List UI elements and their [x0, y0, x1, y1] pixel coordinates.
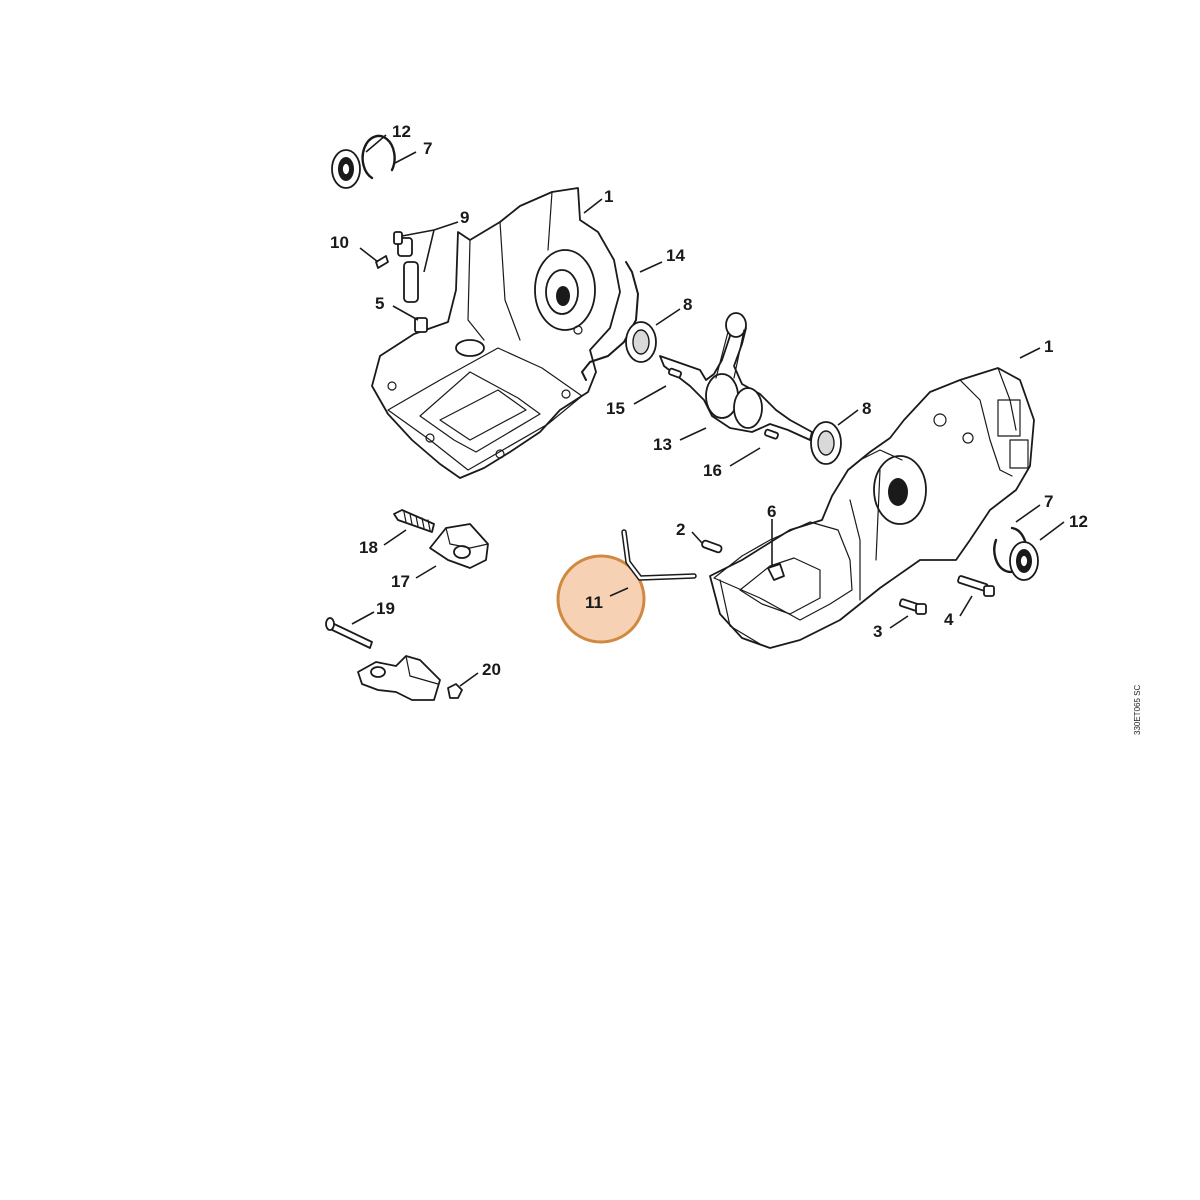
pin-part-2[interactable]	[701, 539, 723, 554]
label-3: 3	[873, 622, 882, 641]
highlight-circle-part-11[interactable]	[556, 554, 646, 644]
label-4: 4	[944, 610, 954, 629]
leader-lines	[351, 134, 1065, 687]
drawing-code: 330ET065 SC	[1133, 684, 1142, 735]
screw-part-19[interactable]	[325, 617, 373, 649]
label-19: 19	[376, 599, 395, 618]
fitting-part-10[interactable]	[375, 255, 389, 269]
label-5: 5	[375, 294, 384, 313]
label-12-top: 12	[392, 122, 411, 141]
label-15: 15	[606, 399, 625, 418]
label-8-mid: 8	[862, 399, 871, 418]
label-11[interactable]: 11	[585, 593, 603, 612]
bolt-part-5[interactable]	[414, 317, 428, 333]
key-part-16[interactable]	[763, 428, 779, 440]
oil-seal-top[interactable]	[331, 149, 361, 189]
bearing-mid[interactable]	[810, 421, 842, 465]
label-6: 6	[767, 502, 776, 521]
hose-part-11[interactable]	[621, 529, 697, 581]
crankcase-half-left[interactable]	[371, 187, 621, 479]
screw-part-3[interactable]	[898, 598, 927, 615]
plug-part-6[interactable]	[767, 563, 785, 581]
screw-part-4[interactable]	[957, 575, 995, 597]
crankshaft-part-13[interactable]	[659, 312, 813, 441]
mount-part-17[interactable]	[429, 523, 489, 569]
label-18: 18	[359, 538, 378, 557]
label-1-top: 1	[604, 187, 613, 206]
bearing-top[interactable]	[625, 321, 657, 363]
label-14: 14	[666, 246, 685, 265]
label-7-right: 7	[1044, 492, 1053, 511]
label-9: 9	[460, 208, 469, 227]
label-8-top: 8	[683, 295, 692, 314]
label-10: 10	[330, 233, 349, 252]
label-13: 13	[653, 435, 672, 454]
label-2: 2	[676, 520, 685, 539]
impulse-nipple-part-9[interactable]	[393, 231, 419, 303]
label-12-right: 12	[1069, 512, 1088, 531]
crankcase-half-right[interactable]	[709, 367, 1035, 649]
label-20: 20	[482, 660, 501, 679]
key-part-15[interactable]	[667, 367, 683, 379]
nut-part-20[interactable]	[447, 683, 463, 699]
label-7-top: 7	[423, 139, 432, 158]
spring-part-18[interactable]	[393, 509, 435, 533]
label-16: 16	[703, 461, 722, 480]
oil-seal-right[interactable]	[1009, 541, 1039, 581]
gasket-part-14[interactable]	[581, 261, 639, 381]
bracket-part-19-20[interactable]	[357, 655, 441, 701]
label-17: 17	[391, 572, 410, 591]
circlip-top[interactable]	[361, 134, 396, 180]
callout-labels: 12 7 1 9 10 14 5 8 1 15 8 13 16 2 6 7 12…	[330, 122, 1088, 679]
label-1-right: 1	[1044, 337, 1053, 356]
